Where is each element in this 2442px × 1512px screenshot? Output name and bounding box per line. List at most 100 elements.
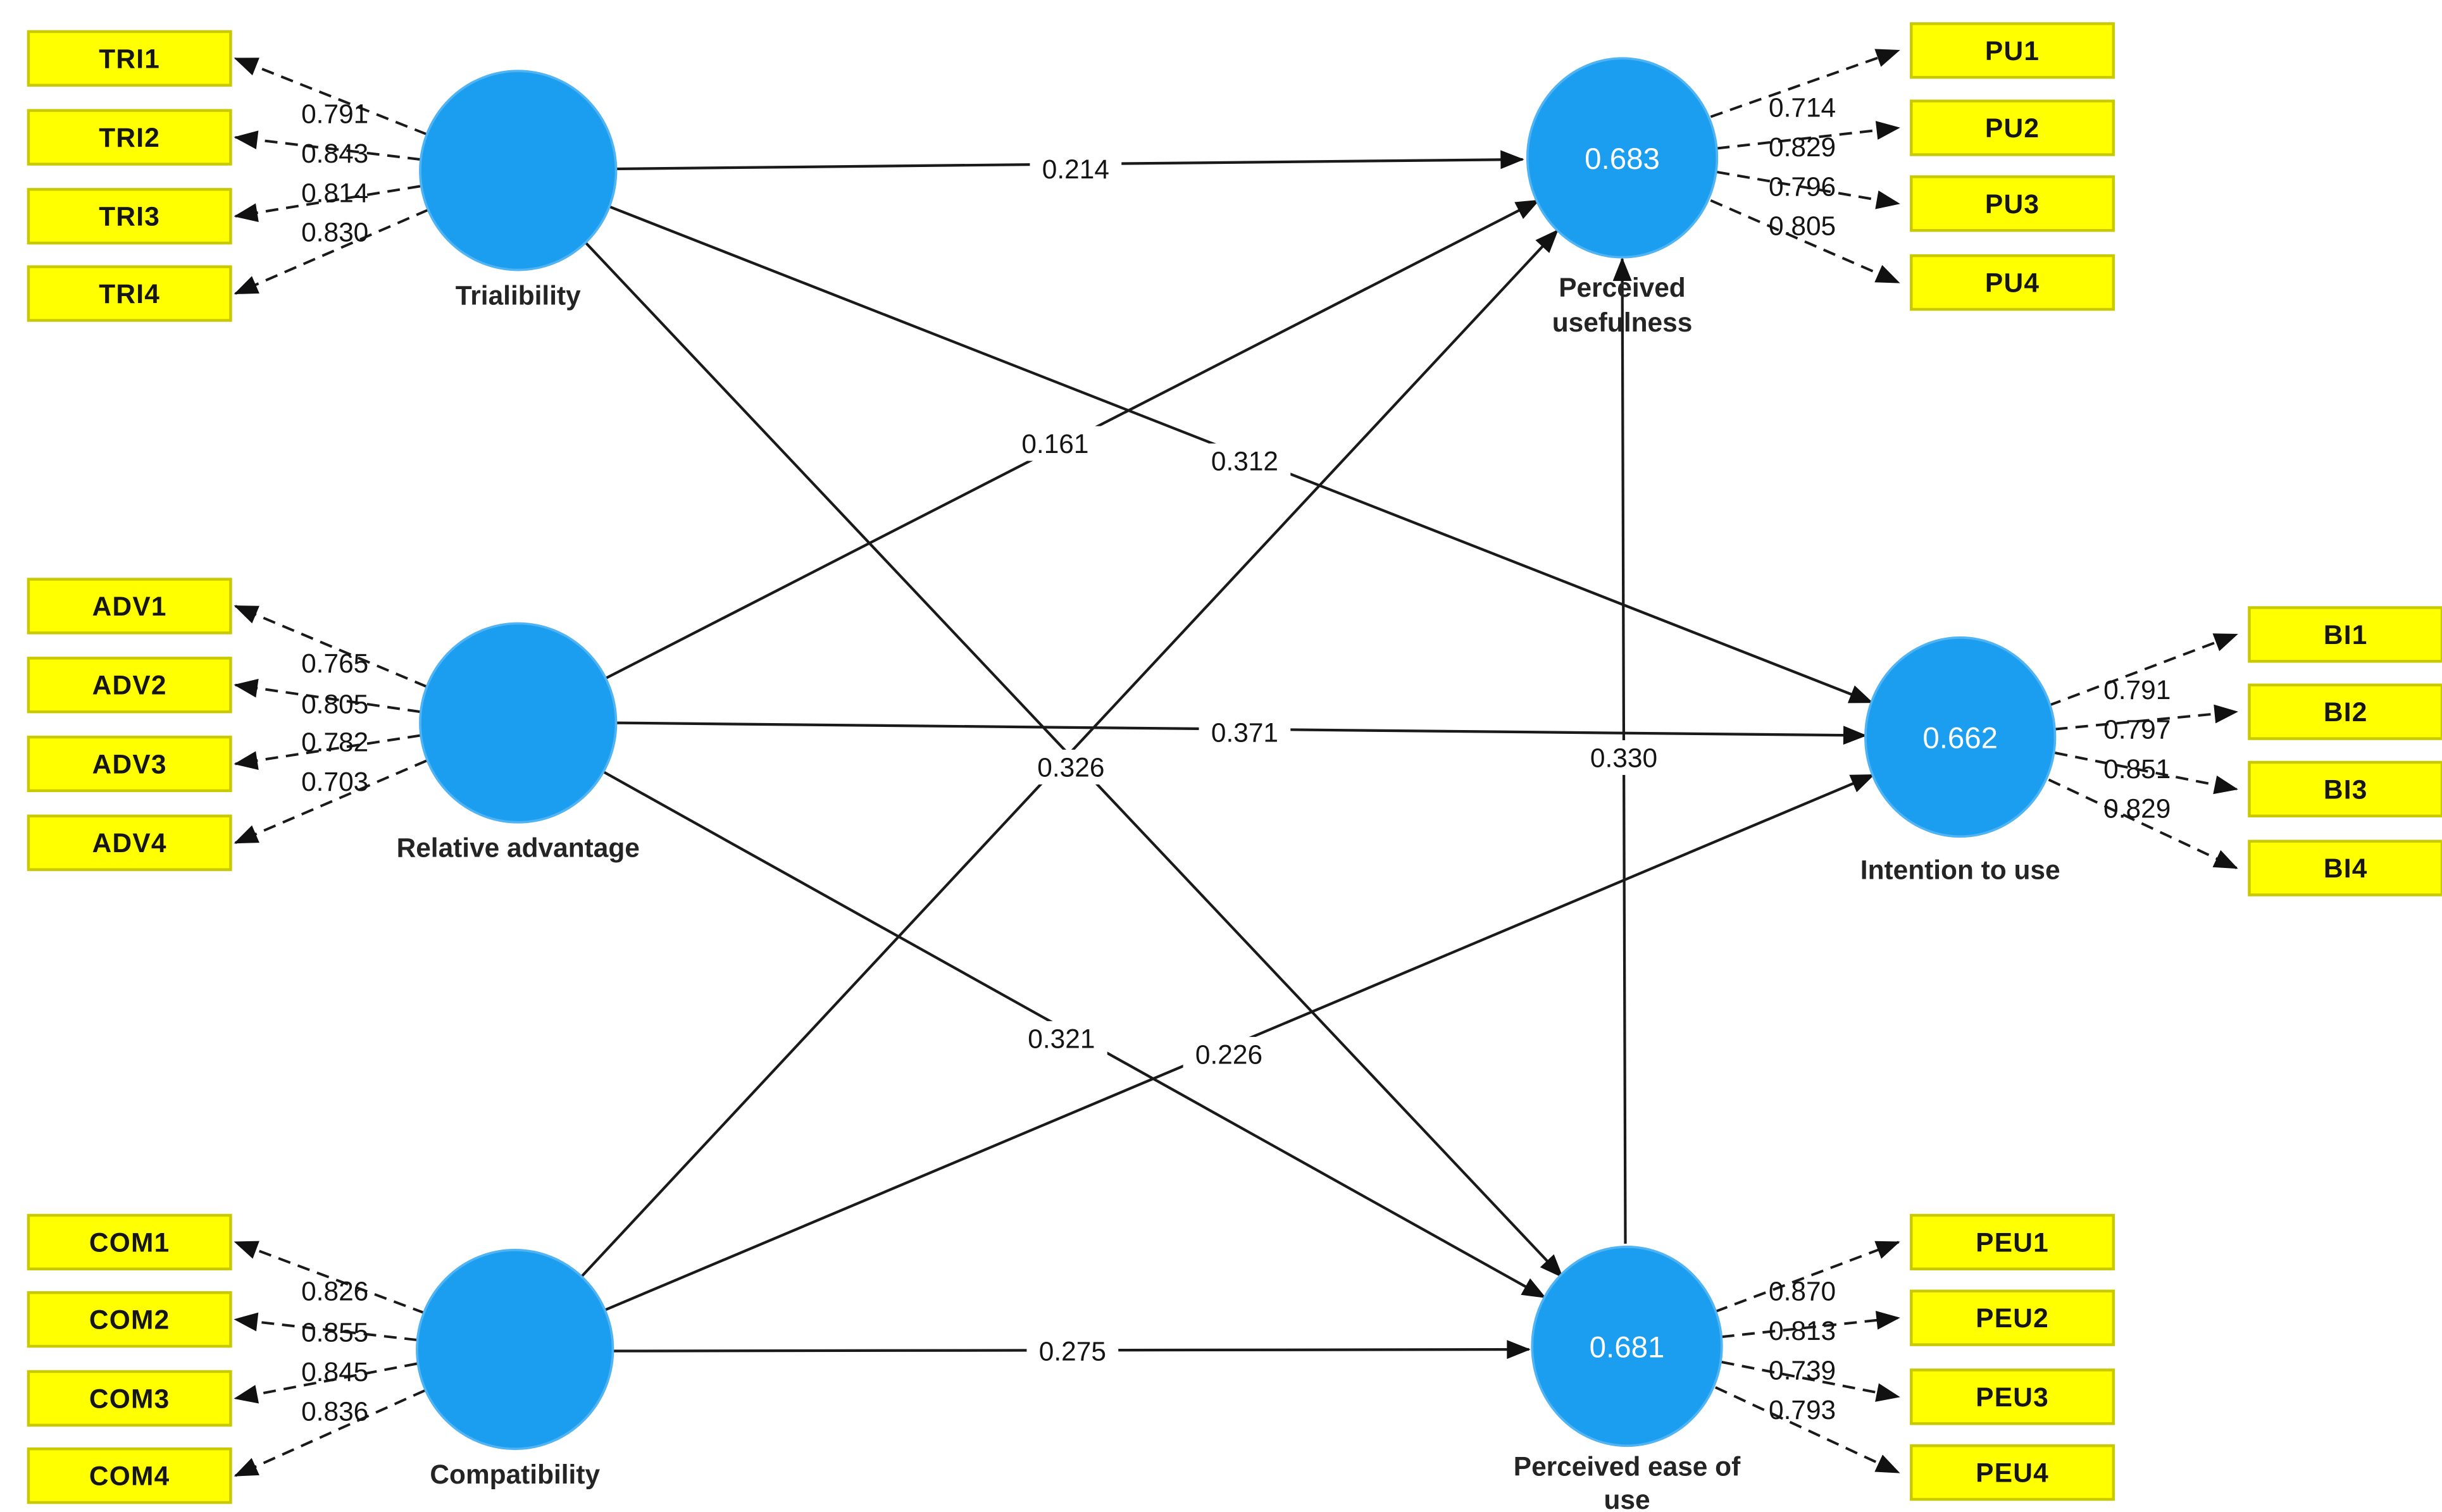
indicator-label-ADV1: ADV1 xyxy=(92,592,167,621)
label-intention-to-use: Intention to use xyxy=(1860,855,2060,885)
loading-COM3: 0.845 xyxy=(301,1357,368,1387)
path-coefficient-peu-pu: 0.330 xyxy=(1590,743,1657,772)
indicator-label-TRI4: TRI4 xyxy=(99,279,160,309)
loading-arrow-ADV2 xyxy=(234,678,421,714)
label-bg xyxy=(1030,151,1122,187)
loading-arrow-PEU4 xyxy=(1714,1386,1900,1474)
indicator-PU2 xyxy=(1910,99,2115,156)
indicator-label-PU1: PU1 xyxy=(1985,36,2040,66)
label-bg xyxy=(1009,426,1101,461)
indicator-BI4 xyxy=(2248,840,2442,896)
indicator-TRI1 xyxy=(27,30,232,87)
loading-arrow-TRI2 xyxy=(234,130,421,161)
label-bg xyxy=(1578,740,1670,775)
indicator-COM1 xyxy=(27,1213,232,1271)
indicator-ADV4 xyxy=(27,814,232,871)
loading-COM1: 0.826 xyxy=(301,1277,368,1306)
path-coefficient-com-peu: 0.275 xyxy=(1039,1337,1106,1366)
loading-arrow-PU4 xyxy=(1710,199,1900,284)
loading-arrow-TRI3 xyxy=(234,185,421,222)
indicator-PU3 xyxy=(1910,175,2115,232)
loading-arrow-ADV4 xyxy=(234,759,427,845)
indicator-TRI2 xyxy=(27,109,232,166)
loading-TRI4: 0.830 xyxy=(301,218,368,247)
loading-arrow-COM4 xyxy=(234,1389,426,1477)
loading-arrow-PEU3 xyxy=(1721,1361,1900,1402)
structural-paths xyxy=(580,150,1875,1360)
label-perceived-ease-of-use-line2: use xyxy=(1604,1485,1650,1512)
loading-arrow-BI1 xyxy=(2048,633,2238,707)
loading-BI3: 0.851 xyxy=(2103,754,2171,784)
indicator-PU4 xyxy=(1910,254,2115,311)
loading-arrow-PU3 xyxy=(1716,170,1900,209)
loading-ADV1: 0.765 xyxy=(301,648,368,678)
label-trialibility: Trialibility xyxy=(456,281,581,311)
label-perceived-usefulness-line2: usefulness xyxy=(1552,307,1693,337)
label-bg xyxy=(1025,750,1117,784)
loading-arrow-PEU2 xyxy=(1721,1310,1900,1339)
loading-arrow-ADV1 xyxy=(234,605,427,688)
path-coefficient-adv-itu: 0.371 xyxy=(1211,718,1278,748)
loading-PU3: 0.796 xyxy=(1769,171,1836,201)
loading-arrow-BI4 xyxy=(2048,778,2238,869)
indicator-label-BI1: BI1 xyxy=(2324,620,2368,650)
label-perceived-usefulness-line1: Perceived xyxy=(1559,273,1685,302)
loading-PU1: 0.714 xyxy=(1769,93,1836,123)
indicator-label-BI4: BI4 xyxy=(2324,853,2368,883)
indicator-label-COM2: COM2 xyxy=(89,1305,170,1335)
r2-perceived-ease-of-use: 0.681 xyxy=(1590,1331,1665,1365)
indicator-label-PEU2: PEU2 xyxy=(1976,1303,2049,1333)
indicator-label-TRI3: TRI3 xyxy=(99,202,160,232)
path-coefficient-tri-itu: 0.312 xyxy=(1211,446,1278,476)
loading-PEU4: 0.793 xyxy=(1769,1395,1836,1425)
loading-arrow-COM1 xyxy=(234,1241,426,1315)
loading-arrow-COM2 xyxy=(234,1312,418,1342)
label-bg xyxy=(1183,1037,1275,1072)
loading-arrow-BI3 xyxy=(2055,752,2238,795)
loading-values: 0.791 0.843 0.814 0.830 0.765 0.805 0.78… xyxy=(301,93,2171,1427)
measurement-arrows xyxy=(234,49,2238,1477)
label-bg xyxy=(1026,1334,1119,1368)
indicator-label-ADV3: ADV3 xyxy=(92,749,167,779)
indicator-label-PU3: PU3 xyxy=(1985,189,2040,219)
construct-perceived-usefulness xyxy=(1526,57,1719,259)
indicator-label-PEU4: PEU4 xyxy=(1976,1458,2049,1488)
indicator-label-COM1: COM1 xyxy=(89,1227,170,1257)
label-bg xyxy=(1199,715,1291,750)
loading-arrow-TRI4 xyxy=(234,208,429,295)
indicator-PU1 xyxy=(1910,22,2115,79)
indicator-PEU1 xyxy=(1910,1213,2115,1271)
path-coefficient-tri-peu: 0.326 xyxy=(1037,752,1104,782)
loading-ADV2: 0.805 xyxy=(301,690,368,719)
construct-intention-to-use xyxy=(1864,636,2057,838)
r2-perceived-usefulness: 0.683 xyxy=(1585,142,1660,176)
loading-arrow-PU2 xyxy=(1717,121,1900,150)
path-coefficient-tri-pu: 0.214 xyxy=(1042,154,1109,184)
loading-PU2: 0.829 xyxy=(1769,132,1836,162)
loading-PEU2: 0.813 xyxy=(1769,1316,1836,1346)
indicator-PEU3 xyxy=(1910,1368,2115,1425)
construct-nodes: 0.683 0.662 0.681 Trialibility Relative … xyxy=(397,57,2060,1512)
construct-compatibility xyxy=(416,1248,614,1451)
loading-PEU3: 0.739 xyxy=(1769,1355,1836,1385)
indicator-BI3 xyxy=(2248,760,2442,818)
indicator-label-PEU1: PEU1 xyxy=(1976,1227,2049,1257)
loading-arrow-BI2 xyxy=(2055,704,2238,731)
indicator-label-BI2: BI2 xyxy=(2324,697,2368,727)
loading-TRI1: 0.791 xyxy=(301,99,368,129)
loading-COM2: 0.855 xyxy=(301,1318,368,1348)
label-relative-advantage: Relative advantage xyxy=(397,833,640,863)
indicator-label-ADV2: ADV2 xyxy=(92,671,167,700)
indicator-COM2 xyxy=(27,1291,232,1348)
construct-perceived-ease-of-use xyxy=(1531,1246,1723,1447)
label-bg xyxy=(1016,1021,1107,1057)
indicator-COM4 xyxy=(27,1447,232,1504)
loading-arrow-PU1 xyxy=(1710,49,1900,118)
indicator-label-TRI1: TRI1 xyxy=(99,44,160,73)
indicator-COM3 xyxy=(27,1370,232,1427)
indicator-label-PU4: PU4 xyxy=(1985,268,2040,298)
path-coefficients: 0.214 0.161 0.312 0.371 0.330 0.326 0.32… xyxy=(1009,151,1670,1368)
loading-BI4: 0.829 xyxy=(2103,793,2171,823)
